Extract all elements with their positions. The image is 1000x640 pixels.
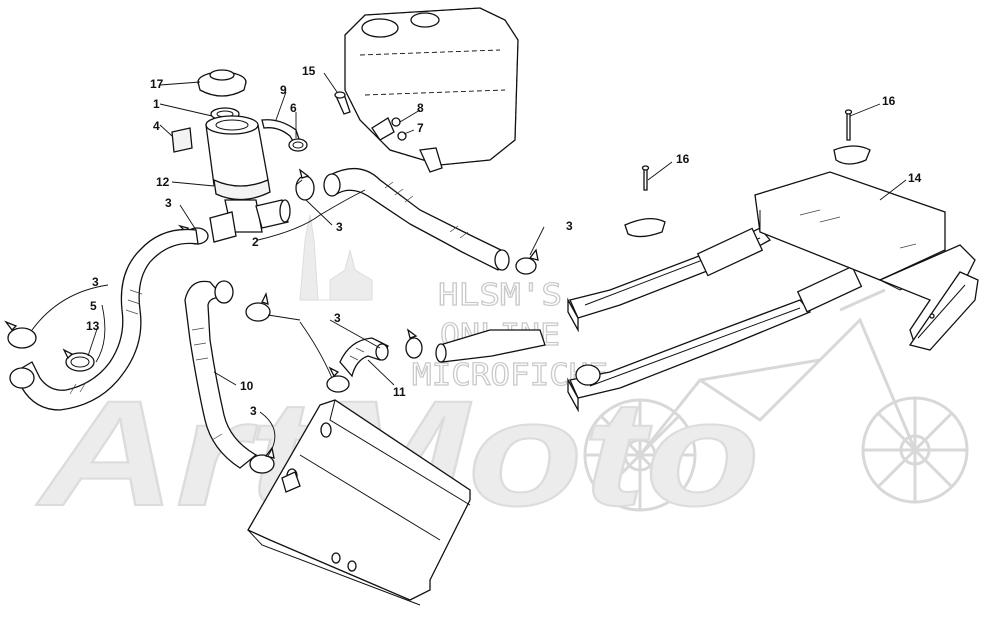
hose-clamp-left-end (4, 320, 37, 349)
hose-clamp-11-top (405, 328, 423, 359)
callout-2: 2 (252, 235, 259, 249)
callout-3c: 3 (566, 219, 573, 233)
rear-flap (908, 271, 979, 351)
hose-lower-long (184, 280, 258, 469)
callout-13: 13 (86, 319, 100, 333)
watermark-church-silhouette (299, 214, 373, 301)
hose-clamp-11-bottom (326, 366, 350, 393)
coolant-reservoir-tank (344, 7, 519, 173)
hose-s-bend-left (9, 228, 199, 411)
callout-8: 8 (417, 101, 424, 115)
tunnel-heat-exchanger-right-rail (567, 265, 863, 413)
callout-3b: 3 (336, 220, 343, 234)
hose-upper-long (323, 168, 510, 271)
callout-5: 5 (90, 299, 97, 313)
warning-decal (171, 127, 193, 153)
hose-short-bend (339, 337, 389, 378)
rear-heat-exchanger (754, 171, 976, 347)
push-pin-right (833, 109, 871, 165)
watermark-line-1: HLSM'S (438, 278, 562, 313)
mounting-screw (334, 91, 351, 115)
small-hose-clamp (288, 138, 308, 152)
callout-11: 11 (393, 385, 406, 399)
radiator-cap (197, 69, 247, 97)
callout-16a: 16 (676, 152, 690, 166)
callout-3a: 3 (165, 196, 172, 210)
callout-9: 9 (280, 83, 287, 97)
mounting-bracket (371, 117, 407, 141)
callout-6: 6 (290, 101, 297, 115)
hose-clamp-upper-right (295, 168, 315, 201)
tunnel-heat-exchanger-left-rail (567, 227, 772, 333)
connector-tube-middle (435, 329, 546, 363)
lower-heat-exchanger (247, 399, 471, 606)
callout-3d: 3 (92, 275, 99, 289)
callout-17: 17 (150, 77, 164, 91)
watermark-motorcycle (583, 288, 969, 512)
callout-4: 4 (153, 119, 160, 133)
hose-clamp-13 (62, 348, 95, 372)
callout-3f: 3 (334, 311, 341, 325)
callout-14: 14 (908, 171, 922, 185)
filler-neck-tank (205, 115, 291, 243)
callout-16b: 16 (882, 94, 896, 108)
callout-10: 10 (240, 379, 254, 393)
push-pin-left (624, 165, 666, 238)
hose-clamp-mid (245, 292, 271, 322)
callout-3e: 3 (250, 404, 257, 418)
callout-15: 15 (302, 64, 316, 78)
callout-labels: 17 1 4 12 9 6 15 8 7 3 3 2 3 3 5 13 10 3… (86, 64, 922, 418)
callout-7: 7 (417, 121, 424, 135)
hose-clamp-right-end (515, 248, 539, 275)
callout-12: 12 (156, 175, 170, 189)
callout-1: 1 (153, 97, 160, 111)
leader-lines (31, 72, 907, 457)
